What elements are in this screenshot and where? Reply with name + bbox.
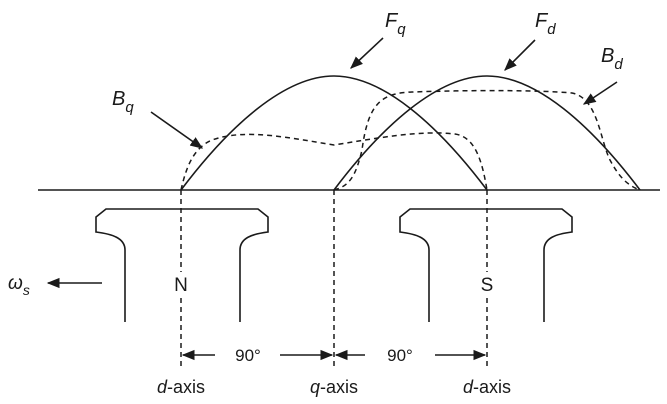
north-pole-label: N <box>174 275 188 296</box>
south-pole-shoe <box>399 208 573 322</box>
bd-wave <box>333 89 641 191</box>
fq-wave <box>180 75 488 191</box>
south-pole-label: S <box>481 275 494 296</box>
bq-pointer-arrow <box>150 111 204 149</box>
bd-label: Bd <box>601 45 623 73</box>
d-axis-right-label: d-axis <box>463 377 511 397</box>
fq-label: Fq <box>385 10 406 38</box>
q-axis-label: q-axis <box>310 377 358 397</box>
bq-label: Bq <box>112 88 134 116</box>
bd-pointer-arrow <box>582 81 618 105</box>
north-pole-shoe <box>95 208 269 322</box>
fq-pointer-arrow <box>350 37 384 69</box>
bq-wave <box>180 132 488 191</box>
angle-label-first: 90° <box>235 346 261 365</box>
fd-label: Fd <box>535 10 556 38</box>
rotation-speed-label: ωs <box>8 273 30 298</box>
angle-label-second: 90° <box>387 346 413 365</box>
fd-pointer-arrow <box>504 39 536 71</box>
d-axis-left-label: d-axis <box>157 377 205 397</box>
fd-wave <box>333 75 641 191</box>
